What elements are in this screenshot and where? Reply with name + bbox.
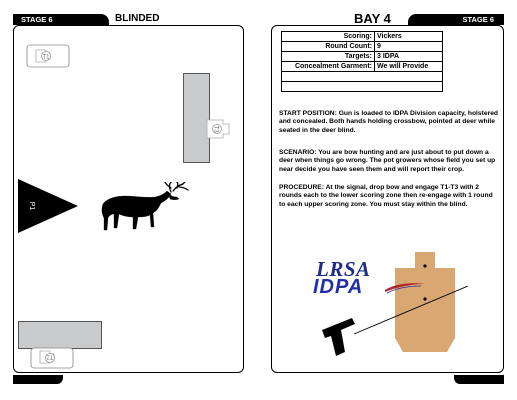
target-t1: T1	[26, 44, 70, 68]
scenario-label: SCENARIO:	[279, 149, 317, 156]
scenario-text: You are bow hunting and are just about t…	[279, 149, 496, 173]
wall-bottom	[18, 321, 102, 349]
info-value: 9	[374, 41, 443, 52]
start-marker-label: P1	[28, 202, 35, 211]
start-position-label: START POSITION:	[279, 110, 337, 117]
scenario-paragraph: SCENARIO: You are bow hunting and are ju…	[279, 149, 499, 174]
stage-name: BLINDED	[115, 13, 160, 24]
info-key: Scoring:	[281, 31, 375, 42]
info-value: Vickers	[374, 31, 443, 42]
info-row-scoring: Scoring: Vickers	[281, 31, 443, 42]
stage-tab-left: STAGE 6	[13, 14, 109, 25]
stage-tab-left-bottom	[13, 375, 63, 384]
info-key: Targets:	[281, 51, 375, 62]
target-t2-label: T2	[46, 354, 54, 360]
target-t1-label: T1	[42, 55, 50, 61]
stage-tab-right: STAGE 6	[408, 14, 504, 25]
procedure-label: PROCEDURE:	[279, 184, 324, 191]
procedure-paragraph: PROCEDURE: At the signal, drop bow and e…	[279, 184, 499, 209]
stage-info-table: Scoring: Vickers Round Count: 9 Targets:…	[281, 31, 443, 92]
start-position-marker: P1	[18, 179, 78, 233]
idpa-target-icon	[395, 252, 455, 352]
info-key: Concealment Garment:	[281, 61, 375, 72]
info-row-blank	[281, 81, 443, 92]
info-row-targets: Targets: 3 IDPA	[281, 51, 443, 62]
info-row-concealment: Concealment Garment: We will Provide	[281, 61, 443, 72]
target-t2: T2	[30, 347, 74, 369]
info-row-blank	[281, 71, 443, 82]
info-value: 3 IDPA	[374, 51, 443, 62]
deer-icon	[101, 182, 189, 231]
stage-tab-right-bottom	[454, 375, 504, 384]
target-t3: T3	[206, 119, 230, 139]
start-position-paragraph: START POSITION: Gun is loaded to IDPA Di…	[279, 110, 499, 135]
info-value: We will Provide	[374, 61, 443, 72]
lrsa-logo: LRSA	[316, 257, 371, 281]
idpa-logo: IDPA	[313, 276, 364, 298]
wall-right	[183, 73, 210, 163]
info-row-round-count: Round Count: 9	[281, 41, 443, 52]
pistol-icon	[322, 286, 468, 356]
target-t3-label: T3	[213, 125, 219, 133]
bay-title: BAY 4	[354, 11, 391, 26]
start-position-text: Gun is loaded to IDPA Division capacity,…	[279, 110, 498, 134]
info-key: Round Count:	[281, 41, 375, 52]
logo-swoosh-icon	[385, 283, 425, 294]
procedure-text: At the signal, drop bow and engage T1-T3…	[279, 184, 493, 208]
